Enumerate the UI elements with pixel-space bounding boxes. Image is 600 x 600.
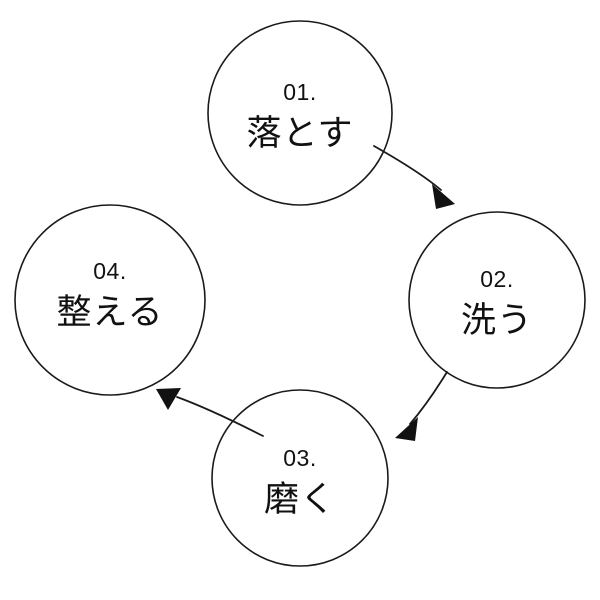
node-circle-step-2[interactable] <box>408 211 586 389</box>
node-circle-step-3[interactable] <box>211 389 389 567</box>
node-circle-step-1[interactable] <box>207 20 393 206</box>
arrow-step3-to-step4 <box>156 388 264 437</box>
arrow-step1-to-step2 <box>373 145 455 209</box>
arrow-step2-to-step3 <box>395 371 448 441</box>
node-circle-step-4[interactable] <box>14 204 206 396</box>
